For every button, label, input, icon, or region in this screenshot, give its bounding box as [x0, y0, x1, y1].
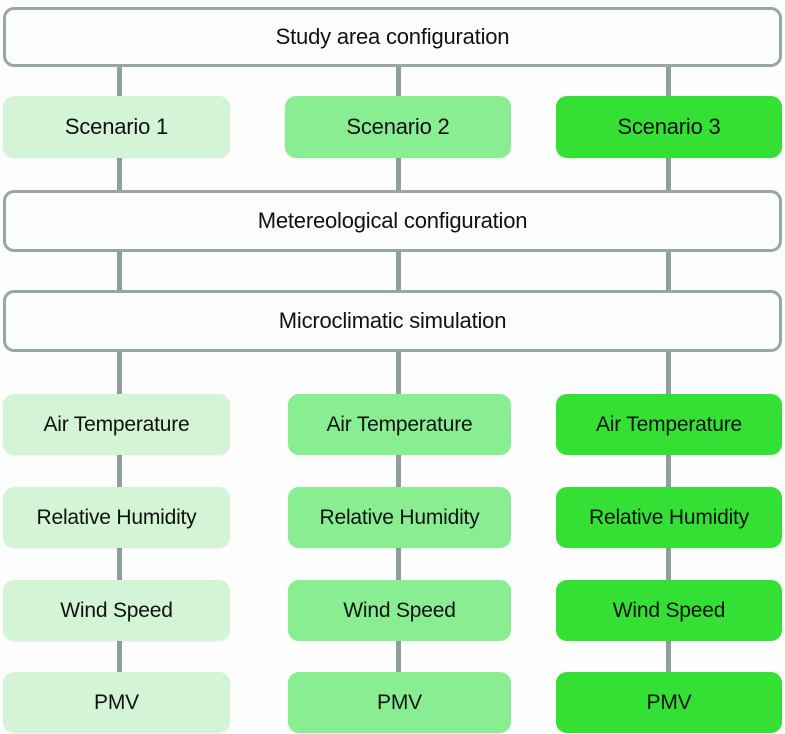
- air-temperature-box-scenario-3[interactable]: Air Temperature: [556, 394, 782, 455]
- air-temperature-label-scenario-3: Air Temperature: [595, 412, 742, 436]
- connector-meteorological-to-microclimatic-2: [396, 250, 401, 290]
- relative-humidity-box-scenario-1[interactable]: Relative Humidity: [3, 487, 230, 548]
- scenario-1-box[interactable]: Scenario 1: [3, 96, 230, 158]
- connector-meteorological-to-microclimatic-1: [117, 250, 122, 290]
- connector-top-to-scenario-2: [396, 66, 401, 98]
- pmv-box-scenario-3[interactable]: PMV: [556, 672, 782, 733]
- relative-humidity-box-scenario-3[interactable]: Relative Humidity: [556, 487, 782, 548]
- relative-humidity-label-scenario-3: Relative Humidity: [589, 505, 749, 529]
- connector-scenario-1-to-meteorological: [117, 158, 122, 191]
- wind-speed-box-scenario-1[interactable]: Wind Speed: [3, 580, 230, 641]
- pmv-box-scenario-2[interactable]: PMV: [288, 672, 511, 733]
- pmv-label-scenario-3: PMV: [646, 690, 692, 714]
- connector-wind-speed-to-pmv-3: [666, 641, 671, 672]
- microclimatic-simulation-box[interactable]: Microclimatic simulation: [3, 290, 782, 352]
- scenario-2-label: Scenario 2: [346, 113, 450, 139]
- connector-relative-humidity-to-wind-speed-2: [396, 548, 401, 580]
- connector-wind-speed-to-pmv-1: [117, 641, 122, 672]
- relative-humidity-box-scenario-2[interactable]: Relative Humidity: [288, 487, 511, 548]
- connector-microclimatic-to-air-temperature-3: [666, 351, 671, 395]
- study-area-configuration-box[interactable]: Study area configuration: [3, 7, 782, 67]
- connector-scenario-3-to-meteorological: [666, 158, 671, 191]
- wind-speed-box-scenario-2[interactable]: Wind Speed: [288, 580, 511, 641]
- wind-speed-label-scenario-1: Wind Speed: [60, 598, 173, 622]
- air-temperature-box-scenario-1[interactable]: Air Temperature: [3, 394, 230, 455]
- connector-air-temperature-to-relative-humidity-1: [117, 455, 122, 487]
- study-area-configuration-label: Study area configuration: [275, 23, 510, 49]
- scenario-1-label: Scenario 1: [64, 113, 169, 139]
- connector-microclimatic-to-air-temperature-1: [117, 351, 122, 395]
- air-temperature-label-scenario-2: Air Temperature: [326, 412, 473, 436]
- scenario-3-label: Scenario 3: [617, 113, 721, 139]
- wind-speed-label-scenario-2: Wind Speed: [343, 598, 456, 622]
- pmv-label-scenario-1: PMV: [94, 690, 139, 714]
- scenario-2-box[interactable]: Scenario 2: [285, 96, 511, 158]
- pmv-box-scenario-1[interactable]: PMV: [3, 672, 230, 733]
- relative-humidity-label-scenario-1: Relative Humidity: [36, 505, 197, 529]
- pmv-label-scenario-2: PMV: [377, 690, 422, 714]
- metereological-configuration-box[interactable]: Metereological configuration: [3, 190, 782, 252]
- connector-top-to-scenario-1: [117, 66, 122, 98]
- relative-humidity-label-scenario-2: Relative Humidity: [319, 505, 480, 529]
- connector-top-to-scenario-3: [666, 66, 671, 98]
- connector-air-temperature-to-relative-humidity-2: [396, 455, 401, 487]
- scenario-3-box[interactable]: Scenario 3: [556, 96, 782, 158]
- connector-air-temperature-to-relative-humidity-3: [666, 455, 671, 487]
- wind-speed-box-scenario-3[interactable]: Wind Speed: [556, 580, 782, 641]
- connector-meteorological-to-microclimatic-3: [666, 250, 671, 290]
- connector-scenario-2-to-meteorological: [396, 158, 401, 191]
- metereological-configuration-label: Metereological configuration: [257, 207, 528, 233]
- connector-relative-humidity-to-wind-speed-1: [117, 548, 122, 580]
- air-temperature-box-scenario-2[interactable]: Air Temperature: [288, 394, 511, 455]
- air-temperature-label-scenario-1: Air Temperature: [43, 412, 190, 436]
- connector-microclimatic-to-air-temperature-2: [396, 351, 401, 395]
- microclimatic-simulation-label: Microclimatic simulation: [278, 307, 507, 333]
- connector-relative-humidity-to-wind-speed-3: [666, 548, 671, 580]
- wind-speed-label-scenario-3: Wind Speed: [612, 598, 726, 622]
- connector-wind-speed-to-pmv-2: [396, 641, 401, 672]
